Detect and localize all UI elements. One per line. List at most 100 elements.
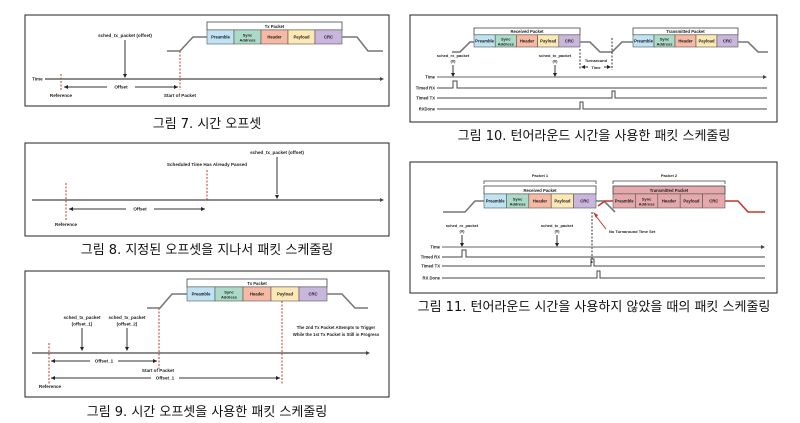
- fig9-start-label: Start of Packet: [142, 368, 175, 373]
- fig10-transmitted-packet-field-preamble-label: Preamble: [634, 39, 654, 44]
- fig11-packet1-bracket: [483, 180, 597, 184]
- fig11-timed-tx-label: Timed TX: [421, 264, 440, 269]
- fig10-turnaround-arrowhead-right: [607, 65, 611, 69]
- fig10-wave-rise1: [452, 41, 474, 53]
- fig10-turnaround-arrowhead-left: [581, 65, 585, 69]
- fig9-tx-packet-field-payload-label: Payload: [277, 292, 294, 297]
- fig10-transmitted-packet-field-header-label: Header: [678, 39, 693, 44]
- fig10-sched-rx-arrowhead: [451, 73, 455, 77]
- fig10-sched-tx-arrowhead: [553, 73, 557, 77]
- fig7-sched-label: sched_tx_packet (offset): [98, 33, 152, 38]
- fig11-transmitted-packet-field-crc-label: CRC: [709, 199, 718, 204]
- fig11-received-packet-field-header-label: Header: [533, 199, 548, 204]
- fig9-sched2-arrowhead: [125, 347, 129, 351]
- fig7-time-arrowhead: [380, 77, 384, 81]
- fig11-transmitted-packet-field-header-label: Header: [662, 199, 677, 204]
- fig11-sched-rx-arg: (0): [460, 229, 466, 234]
- fig7-wave-fall: [342, 36, 383, 52]
- fig7-tx-packet-field-payload-label: Payload: [293, 35, 310, 40]
- fig8-offset-arrowhead-right: [201, 207, 205, 211]
- fig11-wave-rise: [443, 200, 484, 213]
- fig8-sched-arrowhead: [275, 195, 279, 199]
- fig11-transmitted-packet-title: Transmitted Packet: [650, 188, 689, 193]
- fig10-rxdone-label: RXDone: [419, 107, 436, 112]
- fig9-tx-packet-title: Tx Packet: [247, 281, 267, 286]
- fig10-transmitted-packet-field-address-label: Address: [656, 41, 673, 46]
- fig9-tx-packet-field-crc-label: CRC: [308, 292, 317, 297]
- fig10-received-packet-field-crc: [558, 34, 581, 48]
- fig9-offset1-arrowhead-left: [51, 359, 55, 363]
- fig9-offset2-arrowhead-left: [51, 376, 55, 380]
- fig9-sched1-offset-label: (offset_1): [72, 322, 93, 327]
- fig11-no-turnaround-label: No Turnaround Time Set: [609, 229, 656, 234]
- fig7-offset-label: Offset: [114, 85, 128, 90]
- fig8-sched-label: sched_tx_packet (offset): [250, 150, 304, 155]
- fig10-timed-tx-signal: [437, 90, 767, 99]
- fig9-tx-packet-field-header-label: Header: [250, 292, 265, 297]
- fig11-time-label: Time: [430, 245, 440, 250]
- fig10-transmitted-packet-field-crc: [716, 34, 739, 48]
- fig9-wave-fall: [327, 293, 368, 309]
- fig8-passed-label: Scheduled Time Has Already Passed: [167, 162, 247, 167]
- fig10-timed-tx-label: Timed TX: [416, 96, 435, 101]
- fig11-packet2-bracket: [612, 180, 726, 184]
- fig10-timed-rx-label: Timed RX: [416, 86, 435, 91]
- fig10-turnaround-time-label: Time: [591, 65, 601, 70]
- fig11-received-packet-field-preamble-label: Preamble: [486, 199, 506, 204]
- fig11-sched-tx-arg: (0): [555, 229, 561, 234]
- figure-10-caption: 그림 10. 턴어라운드 시간을 사용한 패킷 스케줄링: [457, 129, 731, 144]
- fig11-rxdone-label: RX Done: [423, 276, 441, 281]
- figure-11-frame: [409, 161, 778, 294]
- fig10-received-packet-field-payload-label: Payload: [540, 39, 557, 44]
- fig11-received-packet-field-payload-label: Payload: [554, 199, 571, 204]
- fig8-reference-label: Reference: [55, 222, 78, 227]
- fig7-wave-rise: [167, 36, 207, 52]
- fig11-rxdone-signal: [442, 270, 765, 279]
- fig11-timed-rx-label: Timed RX: [421, 255, 440, 260]
- fig11-received-packet-field-address-label: Address: [510, 201, 527, 206]
- fig10-wave-turnaround: [580, 41, 633, 53]
- fig7-tx-packet-field-preamble-label: Preamble: [211, 35, 231, 40]
- figure-7-caption: 그림 7. 시간 오프셋: [152, 117, 262, 132]
- fig7-offset-arrowhead-left: [64, 85, 68, 89]
- fig9-tx-packet-field-address-label: Address: [221, 294, 238, 299]
- fig9-note-line2: While the 1st Tx Packet is Still in Prog…: [293, 332, 380, 337]
- fig10-transmitted-packet-field-payload-label: Payload: [698, 39, 715, 44]
- fig9-offset1-arrowhead-right: [153, 359, 157, 363]
- fig10-sched-tx-label: sched_tx_packet: [539, 53, 572, 58]
- fig11-transmitted-packet-field-sync-label: Sync: [642, 196, 652, 201]
- fig10-sched-rx-arg: (0): [451, 59, 457, 64]
- fig11-transmitted-packet-field-payload-label: Payload: [683, 199, 700, 204]
- fig7-start-label: Start of Packet: [164, 93, 197, 98]
- fig7-tx-packet-field-sync-label: Sync: [243, 32, 253, 37]
- fig11-sched-rx-label: sched_rx_packet: [446, 223, 479, 228]
- fig9-note-line1: The 2nd Tx Packet Attempts to Trigger: [297, 325, 376, 330]
- fig9-sched2-label: sched_tx_packet: [108, 315, 145, 320]
- fig11-transmitted-packet-field-address-label: Address: [639, 201, 656, 206]
- fig10-sched-rx-label: sched_rx_packet: [437, 53, 470, 58]
- fig10-received-packet-field-crc-label: CRC: [565, 39, 574, 44]
- fig10-received-packet-field-preamble-label: Preamble: [475, 39, 495, 44]
- fig10-turnaround-label: Turnaround: [585, 58, 608, 63]
- fig10-wave-fall: [738, 41, 768, 53]
- fig7-sched-arrowhead: [123, 74, 127, 78]
- fig7-tx-packet-field-header-label: Header: [267, 35, 282, 40]
- fig9-sched1-label: sched_tx_packet: [63, 315, 100, 320]
- fig11-time-arrowhead: [761, 245, 765, 249]
- fig11-sched-rx-arrowhead: [460, 243, 464, 247]
- fig11-wave-tx-rise: [597, 200, 613, 207]
- figure-8-caption: 그림 8. 지정된 오프셋을 지나서 패킷 스케줄링: [80, 243, 334, 258]
- fig8-offset-label: Offset: [133, 207, 147, 212]
- fig11-packet2-label: Packet 2: [661, 173, 678, 178]
- fig8-time-arrowhead: [380, 198, 384, 202]
- figure-9-caption: 그림 9. 시간 오프셋을 사용한 패킷 스케줄링: [86, 405, 328, 420]
- fig10-rxdone-signal: [437, 101, 767, 110]
- fig9-tx-packet-field-preamble-label: Preamble: [192, 292, 212, 297]
- fig9-sched2-offset-label: (offset_2): [117, 322, 138, 327]
- fig11-sched-tx-label: sched_tx_packet: [541, 223, 574, 228]
- figure-11-caption: 그림 11. 턴어라운드 시간을 사용하지 않았을 때의 패킷 스케줄링: [417, 300, 771, 315]
- fig11-no-turnaround-arrowhead: [593, 212, 598, 218]
- fig10-time-arrowhead: [763, 75, 767, 79]
- fig8-offset-arrowhead-left: [69, 207, 73, 211]
